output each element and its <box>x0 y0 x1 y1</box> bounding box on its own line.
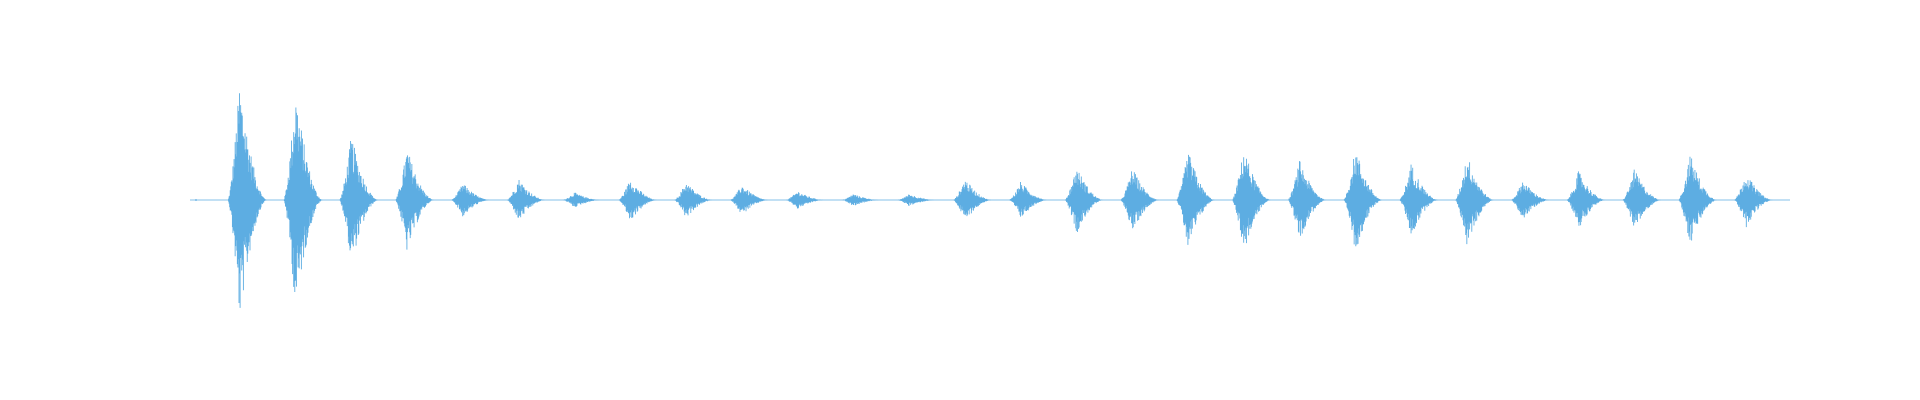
waveform-burst-path <box>1622 169 1662 226</box>
waveform-burst-path <box>953 181 993 217</box>
waveform-burst <box>1009 181 1048 217</box>
waveform-burst-path <box>1343 157 1383 247</box>
waveform-burst-path <box>562 192 602 207</box>
waveform-burst-path <box>1009 181 1048 217</box>
waveform-burst-path <box>730 187 770 212</box>
waveform-burst-path <box>785 192 825 209</box>
waveform-burst <box>1678 156 1718 241</box>
waveform-burst <box>730 187 770 212</box>
waveform-burst <box>283 107 323 293</box>
waveform-burst <box>228 93 267 308</box>
waveform-burst <box>953 181 993 217</box>
waveform-burst-path <box>674 185 714 216</box>
waveform-burst-path <box>1399 164 1439 234</box>
waveform-burst <box>674 185 714 216</box>
waveform-burst <box>339 140 379 251</box>
waveform-burst <box>1734 180 1774 228</box>
waveform-burst <box>395 155 435 250</box>
waveform-burst-path <box>339 140 379 251</box>
waveform-burst-path <box>1678 156 1718 241</box>
waveform-burst <box>562 192 602 207</box>
waveform-burst-path <box>1511 182 1551 218</box>
waveform-burst <box>1455 162 1495 245</box>
waveform-burst-path <box>283 107 323 293</box>
waveform-burst <box>1064 171 1104 233</box>
waveform-burst-path <box>395 155 435 250</box>
waveform-burst <box>1176 154 1216 245</box>
waveform-burst <box>618 182 658 219</box>
waveform-burst-path <box>451 185 491 217</box>
waveform-burst-path <box>618 182 658 219</box>
waveform-burst <box>1399 164 1439 234</box>
waveform-burst <box>785 192 825 209</box>
waveform-burst <box>1511 182 1551 218</box>
waveform-burst <box>1120 171 1160 229</box>
waveform-burst <box>1232 157 1272 244</box>
waveform-burst <box>1566 171 1606 226</box>
waveform-burst <box>897 194 936 207</box>
waveform-burst-path <box>1455 162 1495 245</box>
waveform-burst <box>1343 157 1383 247</box>
waveform-burst <box>507 180 546 218</box>
waveform-burst <box>841 194 881 206</box>
waveform-burst-path <box>1734 180 1774 228</box>
waveform-burst-path <box>1064 171 1104 233</box>
waveform-burst-path <box>1232 157 1272 244</box>
waveform-burst-path <box>841 194 881 206</box>
waveform-burst-path <box>1176 154 1216 245</box>
waveform-burst-path <box>507 180 546 218</box>
waveform-burst-path <box>897 194 936 207</box>
waveform-burst-path <box>228 93 267 308</box>
waveform-burst-path <box>1566 171 1606 226</box>
waveform-burst <box>451 185 491 217</box>
waveform-burst <box>1622 169 1662 226</box>
waveform-burst <box>1288 161 1327 236</box>
waveform-burst-path <box>1288 161 1327 236</box>
waveform-burst-path <box>1120 171 1160 229</box>
